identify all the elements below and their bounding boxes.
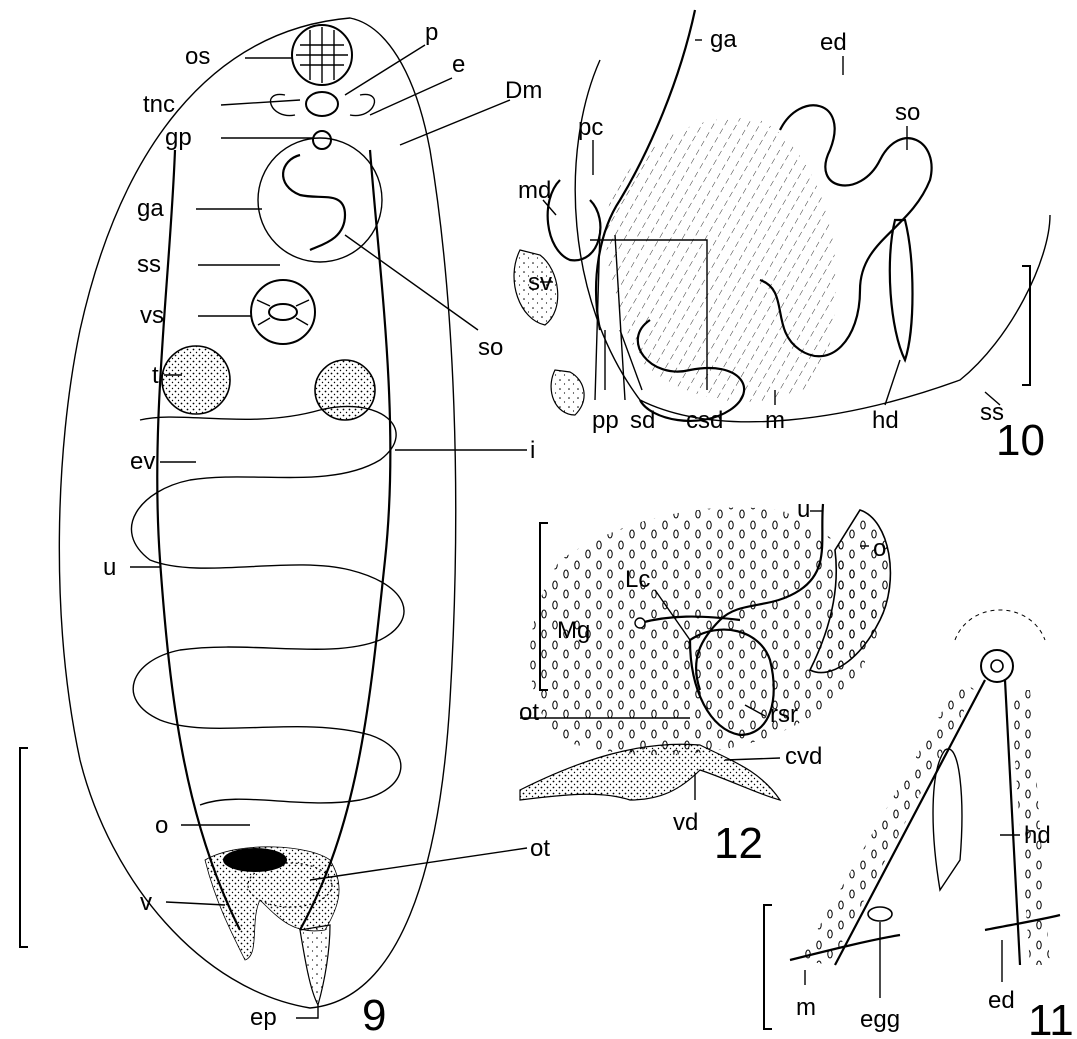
- label-t: t: [152, 362, 159, 389]
- ovary-stub: [551, 370, 584, 415]
- label-ev: ev: [130, 448, 155, 475]
- excretory-vesicle-stem: [300, 925, 330, 1005]
- scale-bar-10: [1022, 266, 1030, 385]
- label-so-10: so: [895, 99, 920, 126]
- label-md-10: md: [518, 177, 551, 204]
- label-p: p: [425, 19, 438, 46]
- figure-10-terminal-genitalia: ga ed so pc md sv pp sd csd m hd ss 10: [514, 10, 1050, 465]
- label-u: u: [103, 554, 116, 581]
- sinus-sac: [258, 138, 382, 262]
- figure-number-9: 9: [362, 991, 386, 1039]
- testis-right: [315, 360, 375, 420]
- intestine-caecum-left: [157, 150, 240, 930]
- scale-bar-9: [20, 748, 28, 947]
- label-vs: vs: [140, 302, 164, 329]
- prostatic-complex: [548, 180, 601, 260]
- intestine-caecum-right: [300, 150, 390, 930]
- figure-number-11: 11: [1028, 996, 1074, 1039]
- genital-pore: [313, 131, 331, 149]
- label-cvd-12: cvd: [785, 743, 822, 770]
- hermaphroditic-duct-wall: [835, 680, 1020, 965]
- label-ga-10: ga: [710, 26, 737, 53]
- label-csd-10: csd: [686, 407, 723, 434]
- inner-elongate-body: [933, 749, 962, 890]
- label-ga: ga: [137, 195, 164, 222]
- label-ed-10: ed: [820, 29, 847, 56]
- label-o: o: [155, 812, 168, 839]
- egg: [868, 907, 892, 921]
- label-Dm: Dm: [505, 77, 542, 104]
- oral-sucker: [292, 25, 352, 85]
- label-v: v: [140, 889, 152, 916]
- label-u-12: u: [797, 496, 810, 523]
- label-pp-10: pp: [592, 407, 619, 434]
- pharynx: [306, 92, 338, 116]
- ejaculatory-duct-11: [985, 915, 1060, 930]
- label-hd-11: hd: [1024, 822, 1051, 849]
- label-sv-10: sv: [528, 269, 552, 296]
- laurer-canal-pore: [635, 618, 645, 628]
- genital-atrium: [283, 155, 345, 250]
- label-tnc: tnc: [143, 91, 175, 118]
- spine-fringe-left: [800, 680, 975, 965]
- label-m-11: m: [796, 994, 816, 1021]
- label-e: e: [452, 51, 465, 78]
- label-i: i: [530, 437, 535, 464]
- label-ot: ot: [530, 835, 550, 862]
- label-ed-11: ed: [988, 987, 1015, 1014]
- hermaphroditic-duct: [890, 220, 913, 360]
- label-ss: ss: [137, 251, 161, 278]
- label-so: so: [478, 334, 503, 361]
- terminal-halo: [955, 610, 1045, 640]
- muscle-hatching: [606, 118, 836, 402]
- testis-left: [162, 346, 230, 414]
- figure-number-12: 12: [714, 819, 763, 868]
- figure-number-10: 10: [996, 416, 1045, 465]
- label-os: os: [185, 43, 210, 70]
- label-gp: gp: [165, 124, 192, 151]
- label-rsr-12: rsr: [770, 701, 798, 728]
- figure-9-whole-worm: os tnc gp ga ss vs t ev u o v ep p e Dm …: [20, 18, 550, 1039]
- ventral-sucker: [251, 280, 315, 344]
- label-o-12: o: [873, 535, 886, 562]
- vitelline-duct: [520, 744, 780, 800]
- label-Lc-12: Lc: [625, 566, 650, 593]
- label-ot-12: ot: [519, 699, 539, 726]
- label-pc-10: pc: [578, 114, 603, 141]
- label-m-10: m: [765, 407, 785, 434]
- label-sd-10: sd: [630, 407, 655, 434]
- scale-bar-11: [764, 905, 772, 1029]
- label-Mg-12: Mg: [557, 617, 590, 644]
- label-vd-12: vd: [673, 809, 698, 836]
- uterus-loops: [131, 406, 404, 805]
- figure-12-ovarian-complex: u o Lc Mg ot rsr cvd vd 12: [519, 496, 890, 868]
- label-ep: ep: [250, 1004, 277, 1031]
- label-hd-10: hd: [872, 407, 899, 434]
- label-egg-11: egg: [860, 1006, 900, 1033]
- metraterm-11: [790, 935, 900, 960]
